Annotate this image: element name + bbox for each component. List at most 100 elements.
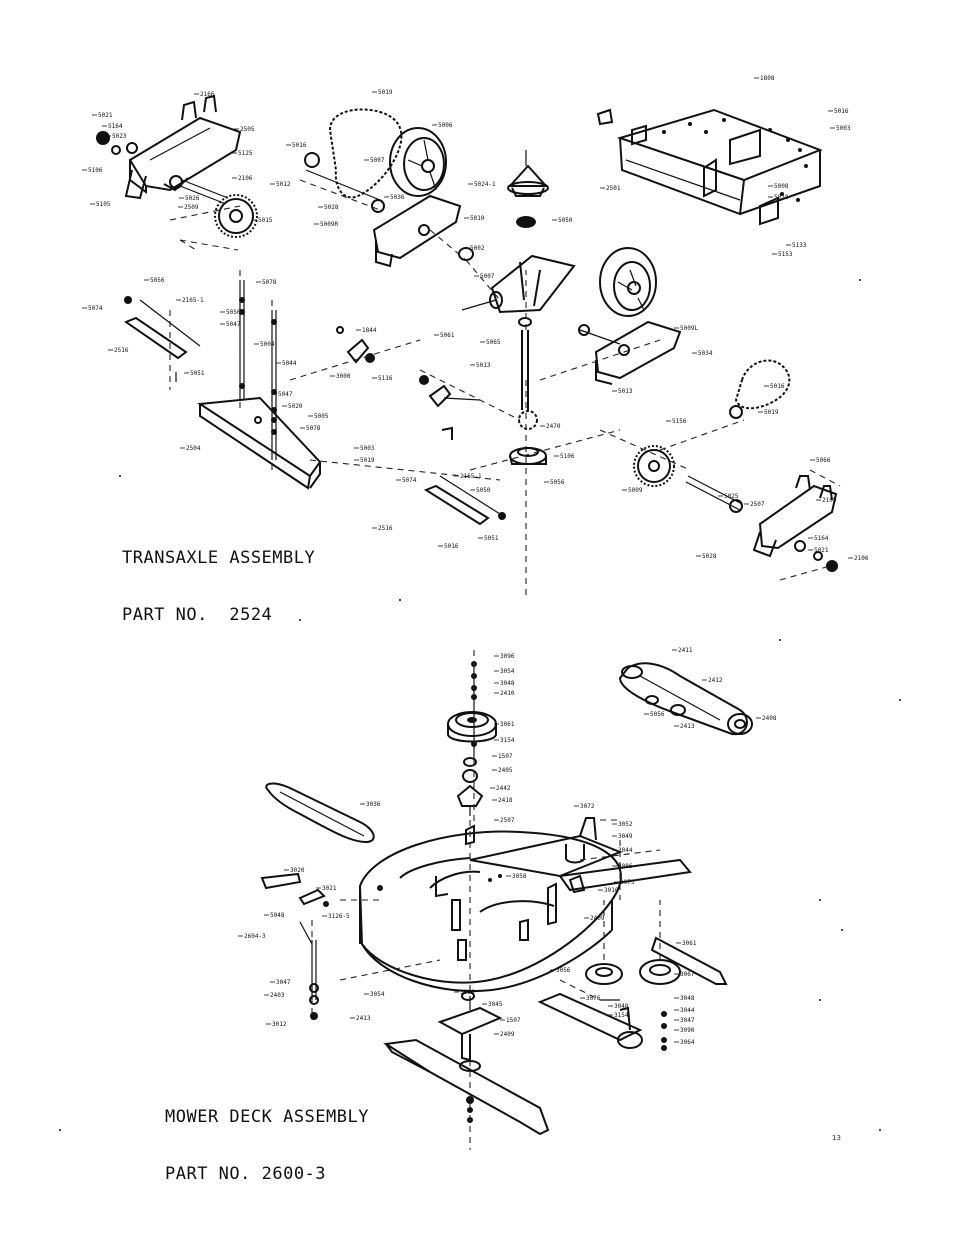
transaxle-callout-43: 5116 <box>378 375 393 382</box>
mower-deck-callout-27: 3021 <box>322 885 337 892</box>
transaxle-callout-77: 5164 <box>814 535 829 542</box>
middle-pulley <box>599 247 657 317</box>
transaxle-callout-31: 5133 <box>792 242 807 249</box>
mower-deck-callout-43: 3066 <box>460 989 475 996</box>
transaxle-callout-16: 5006 <box>438 122 453 129</box>
mower-deck-callout-26: 3020 <box>290 867 305 874</box>
transaxle-callout-13: 5012 <box>276 181 291 188</box>
deck-guide-lines <box>311 650 661 1150</box>
page-marker: 13 <box>832 1134 841 1142</box>
transaxle-callout-56: 5009L <box>680 325 698 332</box>
transaxle-callout-27: 2501 <box>606 185 621 192</box>
transaxle-callout-62: 5066 <box>816 457 831 464</box>
transaxle-callout-71: 5016 <box>444 543 459 550</box>
mower-deck-callout-45: 2409 <box>500 1031 515 1038</box>
transaxle-callout-79: 2106 <box>854 555 869 562</box>
transaxle-callout-78: 5021 <box>814 547 829 554</box>
transaxle-callout-51: 2504 <box>186 445 201 452</box>
transaxle-callout-1: 5021 <box>98 112 113 119</box>
mower-deck-callout-44: 3045 <box>488 1001 503 1008</box>
mower-deck-callout-11: 1507 <box>498 753 513 760</box>
transaxle-callout-63: 2470 <box>546 423 561 430</box>
transaxle-callout-41: 5044 <box>282 360 297 367</box>
transaxle-guide-lines <box>169 179 841 600</box>
mower-deck-callout-16: 3072 <box>580 803 595 810</box>
mower-deck-callout-39: 3076 <box>586 995 601 1002</box>
mower-deck-callout-29: 5048 <box>270 912 285 919</box>
mower-deck-callout-42: 1507 <box>506 1017 521 1024</box>
transaxle-drawing <box>96 94 841 600</box>
transaxle-callout-35: 5074 <box>88 305 103 312</box>
transaxle-callout-54: 5065 <box>486 339 501 346</box>
transaxle-callout-6: 5106 <box>88 167 103 174</box>
transaxle-callout-10: 2509 <box>184 204 199 211</box>
lower-center-bar-2516 <box>423 475 506 526</box>
transaxle-callout-46: 5020 <box>288 403 303 410</box>
linkage-3000 <box>336 326 481 440</box>
transaxle-callout-68: 5074 <box>402 477 417 484</box>
transaxle-callout-67: 5050 <box>476 487 491 494</box>
mower-deck-callout-15: 3036 <box>366 801 381 808</box>
transaxle-callout-12: 5016 <box>292 142 307 149</box>
mower-deck-callout-41: 3154 <box>614 1012 629 1019</box>
transaxle-callout-34: 2165-1 <box>182 297 204 304</box>
mower-deck-callout-40: 3048 <box>614 1003 629 1010</box>
mower-deck-callout-33: 3012 <box>272 1021 287 1028</box>
mower-deck-callout-13: 2442 <box>496 785 511 792</box>
mower-deck-callout-19: 3052 <box>618 821 633 828</box>
transaxle-callout-58: 5013 <box>618 388 633 395</box>
transaxle-callout-4: 2505 <box>240 126 255 133</box>
mower-deck-callout-36: 3061 <box>682 940 697 947</box>
transaxle-callout-24: 1808 <box>760 75 775 82</box>
transaxle-callout-50: 5019 <box>360 457 375 464</box>
mower-deck-callout-37: 3056 <box>556 967 571 974</box>
transaxle-callout-70: 2516 <box>378 525 393 532</box>
mower-deck-callout-8: 2410 <box>500 690 515 697</box>
mower-deck-callout-20: 3049 <box>618 833 633 840</box>
mower-deck-drawing <box>260 650 753 1150</box>
mower-deck-callout-31: 3047 <box>276 979 291 986</box>
transaxle-callout-19: 5009R <box>320 221 338 228</box>
upper-belt <box>328 108 403 199</box>
transaxle-title: TRANSAXLE ASSEMBLY PART NO. 2524 <box>122 511 315 644</box>
transaxle-callout-15: 5007 <box>370 157 385 164</box>
mower-deck-callout-17: 2507 <box>500 817 515 824</box>
center-vertical-shaft <box>509 317 547 465</box>
bevel-gear-top <box>458 150 549 261</box>
transaxle-callout-42: 3000 <box>336 373 351 380</box>
transaxle-callout-30: 5153 <box>778 251 793 258</box>
transaxle-callout-47: 5005 <box>314 413 329 420</box>
transaxle-callout-37: 5047 <box>226 321 241 328</box>
mower-deck-callout-35: 3054 <box>370 991 385 998</box>
transaxle-callout-26: 5003 <box>836 125 851 132</box>
mower-deck-title-line1: MOWER DECK ASSEMBLY <box>165 1107 369 1127</box>
transaxle-callout-45: 5047 <box>278 391 293 398</box>
transaxle-callout-39: 2516 <box>114 347 129 354</box>
left-frame-bar-2504 <box>197 280 322 490</box>
callout-labels: 2166502151645023250551255106210651055026… <box>82 75 869 1046</box>
transaxle-callout-0: 2166 <box>200 91 215 98</box>
mower-deck-callout-28: 3126-5 <box>328 913 350 920</box>
mower-deck-callout-34: 2413 <box>356 1015 371 1022</box>
transaxle-callout-8: 5105 <box>96 201 111 208</box>
mower-deck-callout-9: 3061 <box>500 721 515 728</box>
transaxle-callout-25: 5016 <box>834 108 849 115</box>
upper-left-bar-2516 <box>123 296 201 382</box>
transaxle-callout-17: 5028 <box>324 204 339 211</box>
mower-deck-callout-46: 3048 <box>680 995 695 1002</box>
mower-deck-callout-38: 3067 <box>680 971 695 978</box>
transaxle-callout-20: 5024-1 <box>474 181 496 188</box>
transaxle-callout-28: 5008 <box>774 183 789 190</box>
mower-deck-callout-25: 2409 <box>590 915 605 922</box>
transaxle-callout-38: 1844 <box>362 327 377 334</box>
transaxle-callout-22: 5050 <box>558 217 573 224</box>
transaxle-callout-64: 5106 <box>560 453 575 460</box>
transaxle-callout-48: 5078 <box>306 425 321 432</box>
scan-speckles <box>59 279 901 1131</box>
transaxle-callout-14: 5019 <box>378 89 393 96</box>
transaxle-callout-52: 5061 <box>440 332 455 339</box>
mower-deck-callout-5: 3096 <box>500 653 515 660</box>
mower-deck-callout-2: 5056 <box>650 711 665 718</box>
